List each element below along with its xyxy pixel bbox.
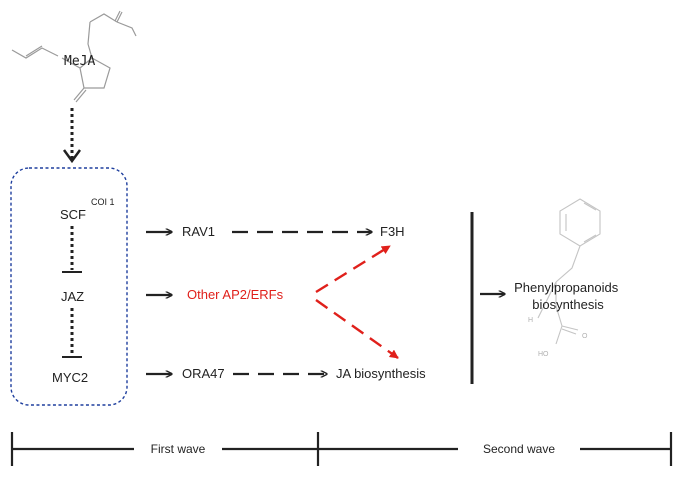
first-wave-label: First wave: [151, 442, 206, 456]
coi1-superscript: COI 1: [91, 197, 115, 207]
meja-structure: [11, 10, 137, 103]
phenylalanine-atom-n: H: [528, 317, 533, 324]
f3h-label: F3H: [380, 224, 405, 239]
second-wave-label: Second wave: [483, 442, 555, 456]
receptor-complex-box: [10, 167, 128, 406]
scf-label: SCF: [60, 207, 86, 222]
myc2-label: MYC2: [52, 370, 88, 385]
meja-to-box-arrowhead: [62, 149, 82, 164]
timeline: [10, 432, 673, 466]
erfs-to-f3h-red-arrow: [315, 244, 391, 294]
jaz-label: JAZ: [61, 289, 84, 304]
phenylpropanoids-label: Phenylpropanoids biosynthesis: [514, 280, 622, 312]
erfs-to-ja-red-arrow: [315, 299, 399, 359]
other-ap2-erfs-label: Other AP2/ERFs: [187, 287, 284, 302]
rav1-label: RAV1: [182, 224, 215, 239]
meja-label: MeJA: [64, 54, 95, 69]
phenylpropanoids-line2: biosynthesis: [532, 297, 604, 312]
phenylalanine-atom-o1: HO: [538, 351, 549, 358]
phenylpropanoids-line1: Phenylpropanoids: [514, 280, 619, 295]
ja-biosynthesis-label: JA biosynthesis: [336, 366, 426, 381]
phenylalanine-structure: [537, 198, 601, 345]
phenylalanine-atom-o2: O: [582, 333, 588, 340]
scf-text: SCF: [60, 207, 86, 222]
ora47-label: ORA47: [182, 366, 225, 381]
